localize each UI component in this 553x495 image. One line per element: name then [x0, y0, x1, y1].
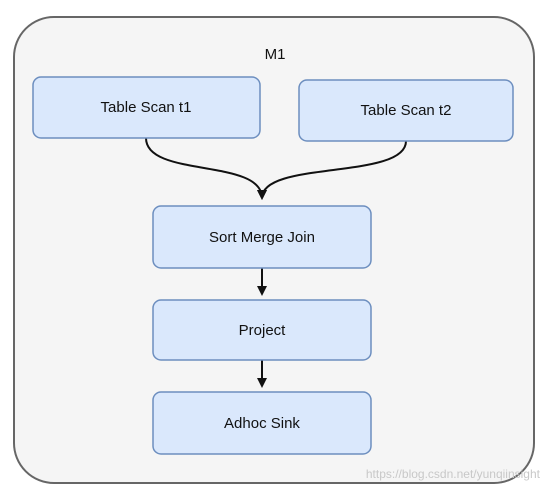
container-title: M1 [265, 46, 286, 63]
node-label-sort-merge-join: Sort Merge Join [209, 229, 315, 246]
node-table-scan-t2: Table Scan t2 [298, 79, 514, 142]
node-label-table-scan-t1: Table Scan t1 [101, 99, 192, 116]
node-table-scan-t1: Table Scan t1 [32, 76, 261, 139]
node-label-adhoc-sink: Adhoc Sink [224, 415, 300, 432]
node-label-table-scan-t2: Table Scan t2 [361, 102, 452, 119]
edge-t2-to-join [257, 140, 407, 200]
node-adhoc-sink: Adhoc Sink [152, 391, 372, 455]
node-label-project: Project [239, 322, 287, 339]
watermark-text: https://blog.csdn.net/yunqiinsight [366, 467, 541, 481]
node-project: Project [152, 299, 372, 361]
edge-t1-to-join [145, 137, 267, 200]
node-sort-merge-join: Sort Merge Join [152, 205, 372, 269]
